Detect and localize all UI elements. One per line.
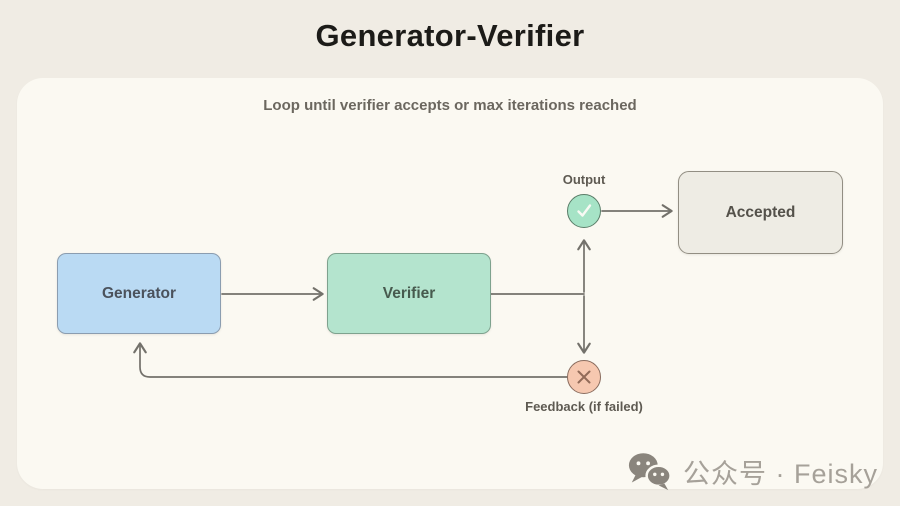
generator-node: Generator (57, 253, 221, 334)
accepted-node: Accepted (678, 171, 843, 254)
cross-circle-icon (577, 370, 591, 384)
page-title: Generator-Verifier (315, 18, 585, 53)
output-label: Output (562, 172, 606, 187)
feedback-label: Feedback (if failed) (525, 399, 643, 414)
feedback-status-circle (567, 360, 601, 394)
wechat-icon (628, 453, 672, 491)
accepted-node-label: Accepted (725, 203, 796, 221)
diagram-subtitle: Loop until verifier accepts or max itera… (263, 97, 637, 114)
watermark-text: 公众号 · Feisky (682, 458, 878, 489)
output-status-circle (567, 194, 601, 228)
generator-node-label: Generator (101, 284, 177, 302)
verifier-node: Verifier (327, 253, 491, 334)
verifier-node-label: Verifier (382, 284, 436, 302)
check-circle-icon (577, 204, 592, 217)
watermark: 公众号 · Feisky (627, 450, 878, 492)
